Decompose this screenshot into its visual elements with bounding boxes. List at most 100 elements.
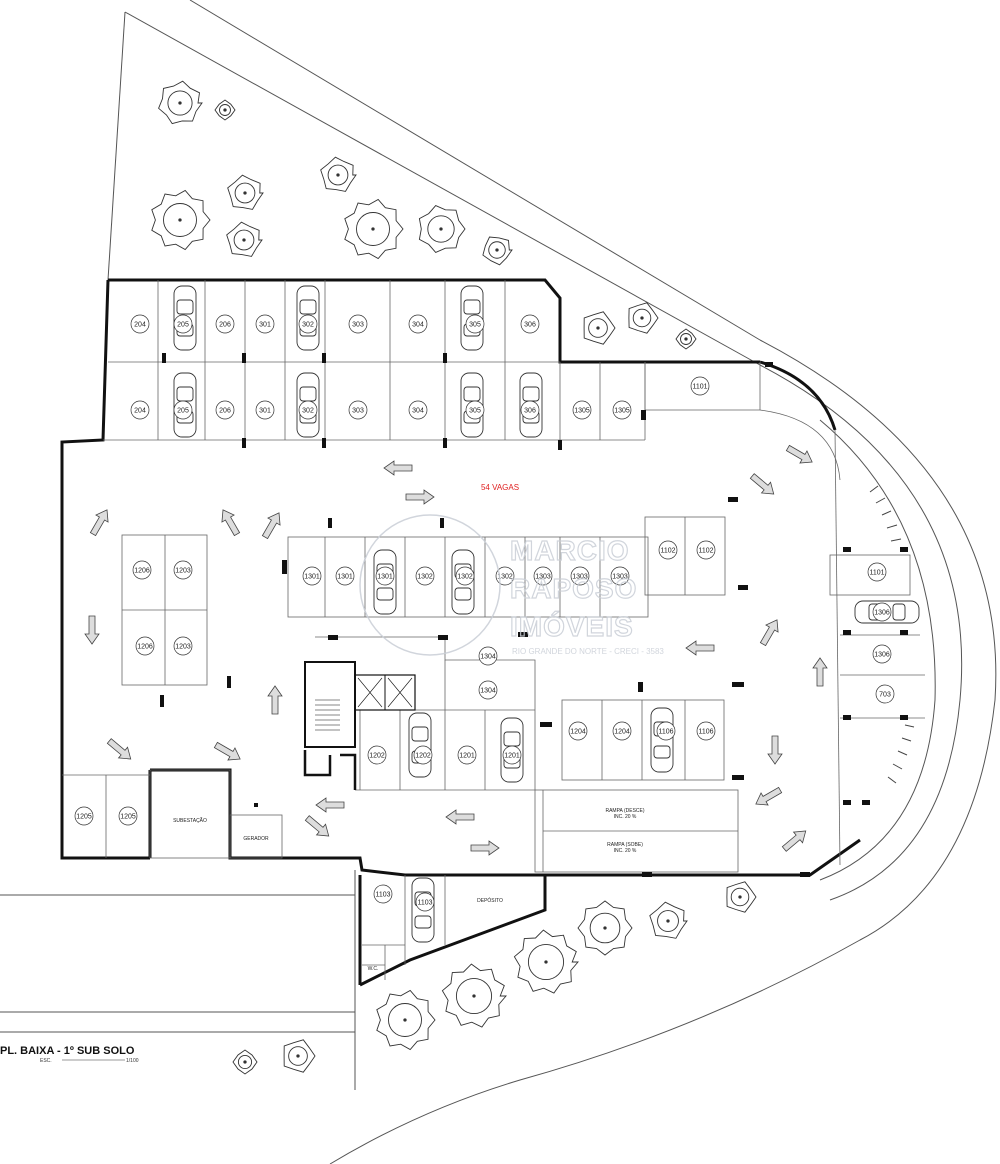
tree-icon <box>628 302 659 334</box>
direction-arrow-icon <box>261 512 281 540</box>
space-label-circle <box>570 566 590 586</box>
space-number: 1205 <box>76 814 92 821</box>
space-number: 301 <box>259 322 271 329</box>
space-label-circle <box>298 400 318 420</box>
columns <box>160 353 908 877</box>
direction-arrow-icon <box>304 815 330 837</box>
tree-icon <box>577 900 633 956</box>
direction-arrow-icon <box>106 738 132 760</box>
space-label-circle <box>612 721 632 741</box>
space-label-circle <box>118 806 138 826</box>
space-label-circle <box>696 721 716 741</box>
space-label-circle <box>255 314 275 334</box>
space-label-circle <box>875 684 895 704</box>
generator-label: GERADOR <box>243 836 269 842</box>
space-number: 206 <box>219 408 231 415</box>
direction-arrow-icon <box>221 509 241 537</box>
space-number: 301 <box>259 408 271 415</box>
parking-space-label: 204 <box>130 314 150 334</box>
parking-space-label: 304 <box>408 400 428 420</box>
car-icon <box>408 712 432 778</box>
parking-space-label: 1102 <box>658 540 678 560</box>
tree-icon <box>513 929 579 994</box>
parking-space-label: 1202 <box>413 745 433 765</box>
space-number: 1204 <box>570 729 586 736</box>
direction-arrow-icon <box>84 615 100 645</box>
tree-icon <box>283 1039 316 1073</box>
space-number: 703 <box>879 692 891 699</box>
space-number: 1102 <box>660 548 675 555</box>
parking-space-label: 1301 <box>335 566 355 586</box>
parking-space-label: 306 <box>520 400 540 420</box>
ramp-up-label: RAMPA (SOBE) <box>607 842 643 848</box>
substation-label: SUBESTAÇÃO <box>173 817 207 824</box>
watermark-line3: IMÓVEIS <box>510 611 634 642</box>
direction-arrow-icon <box>785 444 813 464</box>
space-label-circle <box>520 400 540 420</box>
space-label-circle <box>302 566 322 586</box>
parking-space-label: 303 <box>348 400 368 420</box>
space-label-circle <box>373 884 393 904</box>
scale-left: ESC. <box>40 1058 52 1064</box>
parking-space-label: 1101 <box>867 562 887 582</box>
traffic-arrows <box>84 444 828 856</box>
space-label-circle <box>135 636 155 656</box>
space-number: 302 <box>302 408 314 415</box>
space-number: 1206 <box>137 644 153 651</box>
direction-arrow-icon <box>812 657 828 687</box>
space-number: 1301 <box>304 574 320 581</box>
tree-icon <box>214 99 236 121</box>
space-label-circle <box>872 644 892 664</box>
parking-space-label: 1306 <box>872 602 892 622</box>
space-label-circle <box>335 566 355 586</box>
parking-space-label: 1304 <box>478 646 498 666</box>
parking-space-label: 1305 <box>612 400 632 420</box>
tree-icon <box>151 189 211 251</box>
space-label-circle <box>255 400 275 420</box>
tree-icon <box>649 901 688 939</box>
tree-icon <box>227 174 264 210</box>
parking-space-label: 1201 <box>502 745 522 765</box>
parking-space-label: 1304 <box>478 680 498 700</box>
space-number: 1204 <box>614 729 630 736</box>
landscape-trees <box>151 80 757 1075</box>
space-number: 1106 <box>698 729 713 736</box>
space-number: 1302 <box>417 574 433 581</box>
parking-space-label: 205 <box>173 400 193 420</box>
tree-icon <box>675 328 697 350</box>
space-label-circle <box>130 400 150 420</box>
parking-space-label: 304 <box>408 314 428 334</box>
space-label-circle <box>658 540 678 560</box>
space-label-circle <box>408 314 428 334</box>
parking-space-label: 1202 <box>367 745 387 765</box>
space-label-circle <box>415 566 435 586</box>
space-label-circle <box>413 745 433 765</box>
small-room-label: W.C. <box>368 966 379 972</box>
space-number: 1305 <box>574 408 590 415</box>
space-number: 206 <box>219 322 231 329</box>
direction-arrow-icon <box>315 797 345 813</box>
space-label-circle <box>502 745 522 765</box>
space-number: 1303 <box>535 574 551 581</box>
space-label-circle <box>215 314 235 334</box>
parking-space-label: 1306 <box>872 644 892 664</box>
parking-space-label: 1303 <box>570 566 590 586</box>
direction-arrow-icon <box>685 640 715 656</box>
space-label-circle <box>478 646 498 666</box>
space-label-circle <box>478 680 498 700</box>
space-label-circle <box>173 636 193 656</box>
space-label-circle <box>173 400 193 420</box>
space-label-circle <box>455 566 475 586</box>
watermark-line1: MARCIO <box>510 535 630 566</box>
direction-arrow-icon <box>89 509 109 537</box>
space-number: 306 <box>524 408 536 415</box>
space-number: 205 <box>177 322 189 329</box>
space-number: 1306 <box>874 652 890 659</box>
space-number: 303 <box>352 322 364 329</box>
parking-space-label: 303 <box>348 314 368 334</box>
parking-space-label: 205 <box>173 314 193 334</box>
space-number: 1304 <box>480 688 496 695</box>
space-number: 1303 <box>612 574 628 581</box>
parking-space-label: 1106 <box>696 721 716 741</box>
